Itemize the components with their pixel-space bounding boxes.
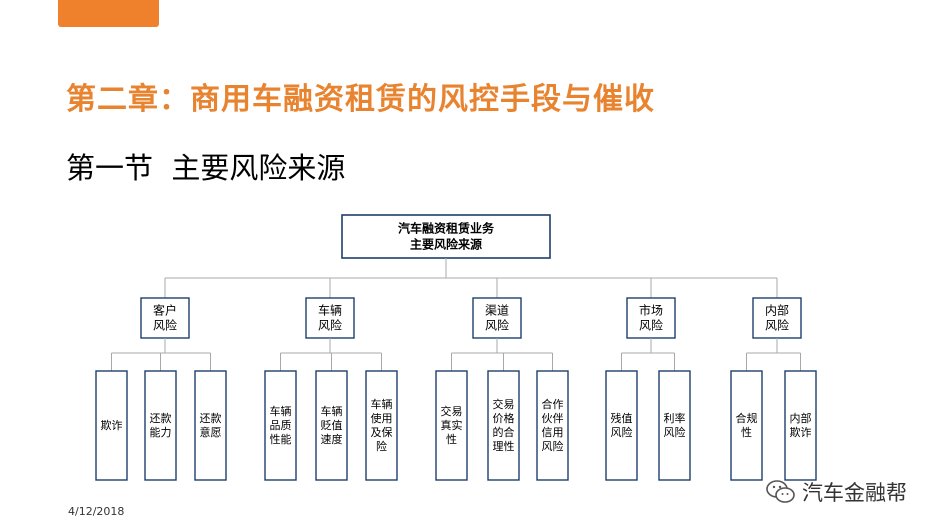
risk-item-box: [315, 370, 348, 481]
risk-item-box: [144, 370, 177, 481]
root-label: 主要风险来源: [410, 237, 482, 252]
chapter-title: 第二章：商用车融资租赁的风控手段与催收: [66, 82, 655, 117]
risk-item-label: 险: [376, 439, 387, 453]
risk-item-label: 性: [446, 432, 457, 446]
section-title: 第一节 主要风险来源: [66, 151, 346, 185]
risk-item-box: [95, 370, 128, 481]
risk-item-box: [194, 370, 227, 481]
slide-date: 4/12/2018: [68, 505, 125, 518]
category-label: 风险: [765, 318, 789, 333]
risk-item-box: [264, 370, 297, 481]
risk-item-box: [365, 370, 398, 481]
accent-bar: [58, 0, 159, 27]
risk-item-label: 能力: [150, 425, 172, 439]
category-label: 风险: [485, 318, 509, 333]
risk-item-label: 真实: [441, 418, 463, 432]
risk-item-label: 风险: [542, 439, 564, 453]
risk-item-label: 交易: [493, 397, 515, 411]
watermark: 汽车金融帮: [766, 477, 907, 507]
risk-item-box: [435, 370, 468, 481]
risk-item-label: 车辆: [371, 397, 393, 411]
risk-item-label: 使用: [371, 412, 393, 425]
risk-item-label: 风险: [611, 425, 633, 439]
risk-item-box: [487, 370, 520, 481]
risk-item-box: [536, 370, 569, 481]
category-label: 风险: [153, 318, 177, 333]
category-box: [752, 297, 802, 339]
risk-item-label: 贬值: [321, 419, 343, 432]
risk-item-label: 欺诈: [790, 426, 812, 439]
risk-item-label: 意愿: [200, 425, 222, 439]
risk-item-label: 风险: [664, 425, 686, 439]
risk-item-box: [605, 370, 638, 481]
category-label: 风险: [639, 318, 663, 333]
category-box: [140, 297, 190, 339]
category-label: 客户: [153, 303, 177, 318]
risk-item-box: [730, 370, 763, 481]
risk-item-label: 车辆: [270, 404, 292, 418]
risk-item-label: 及保: [371, 425, 393, 439]
risk-item-label: 性: [741, 425, 752, 439]
risk-item-label: 伙伴: [542, 412, 564, 425]
risk-item-label: 交易: [441, 404, 463, 418]
category-label: 渠道: [485, 304, 509, 318]
risk-item-box: [658, 370, 691, 481]
root-label: 汽车融资租赁业务: [398, 221, 495, 236]
risk-item-label: 速度: [321, 432, 343, 446]
category-label: 车辆: [318, 303, 342, 318]
category-label: 市场: [639, 303, 663, 318]
risk-item-label: 性能: [270, 432, 292, 446]
category-label: 内部: [765, 303, 789, 318]
risk-item-label: 品质: [270, 419, 292, 432]
root-box: [341, 214, 551, 259]
watermark-text: 汽车金融帮: [802, 481, 907, 505]
risk-item-label: 内部: [790, 411, 812, 425]
risk-item-label: 利率: [664, 411, 686, 425]
risk-item-label: 合规: [736, 411, 758, 425]
wechat-icon: [766, 480, 795, 503]
risk-item-label: 的合: [493, 425, 515, 439]
risk-item-label: 车辆: [321, 404, 343, 418]
risk-item-box: [784, 370, 817, 481]
category-label: 风险: [318, 318, 342, 333]
risk-item-label: 信用: [542, 426, 564, 439]
risk-item-label: 残值: [611, 411, 633, 425]
risk-item-label: 合作: [542, 397, 564, 411]
risk-item-label: 还款: [150, 411, 172, 425]
risk-item-label: 理性: [493, 439, 515, 453]
risk-item-label: 还款: [200, 411, 222, 425]
risk-item-label: 价格: [493, 411, 515, 425]
risk-item-label: 欺诈: [101, 419, 123, 432]
